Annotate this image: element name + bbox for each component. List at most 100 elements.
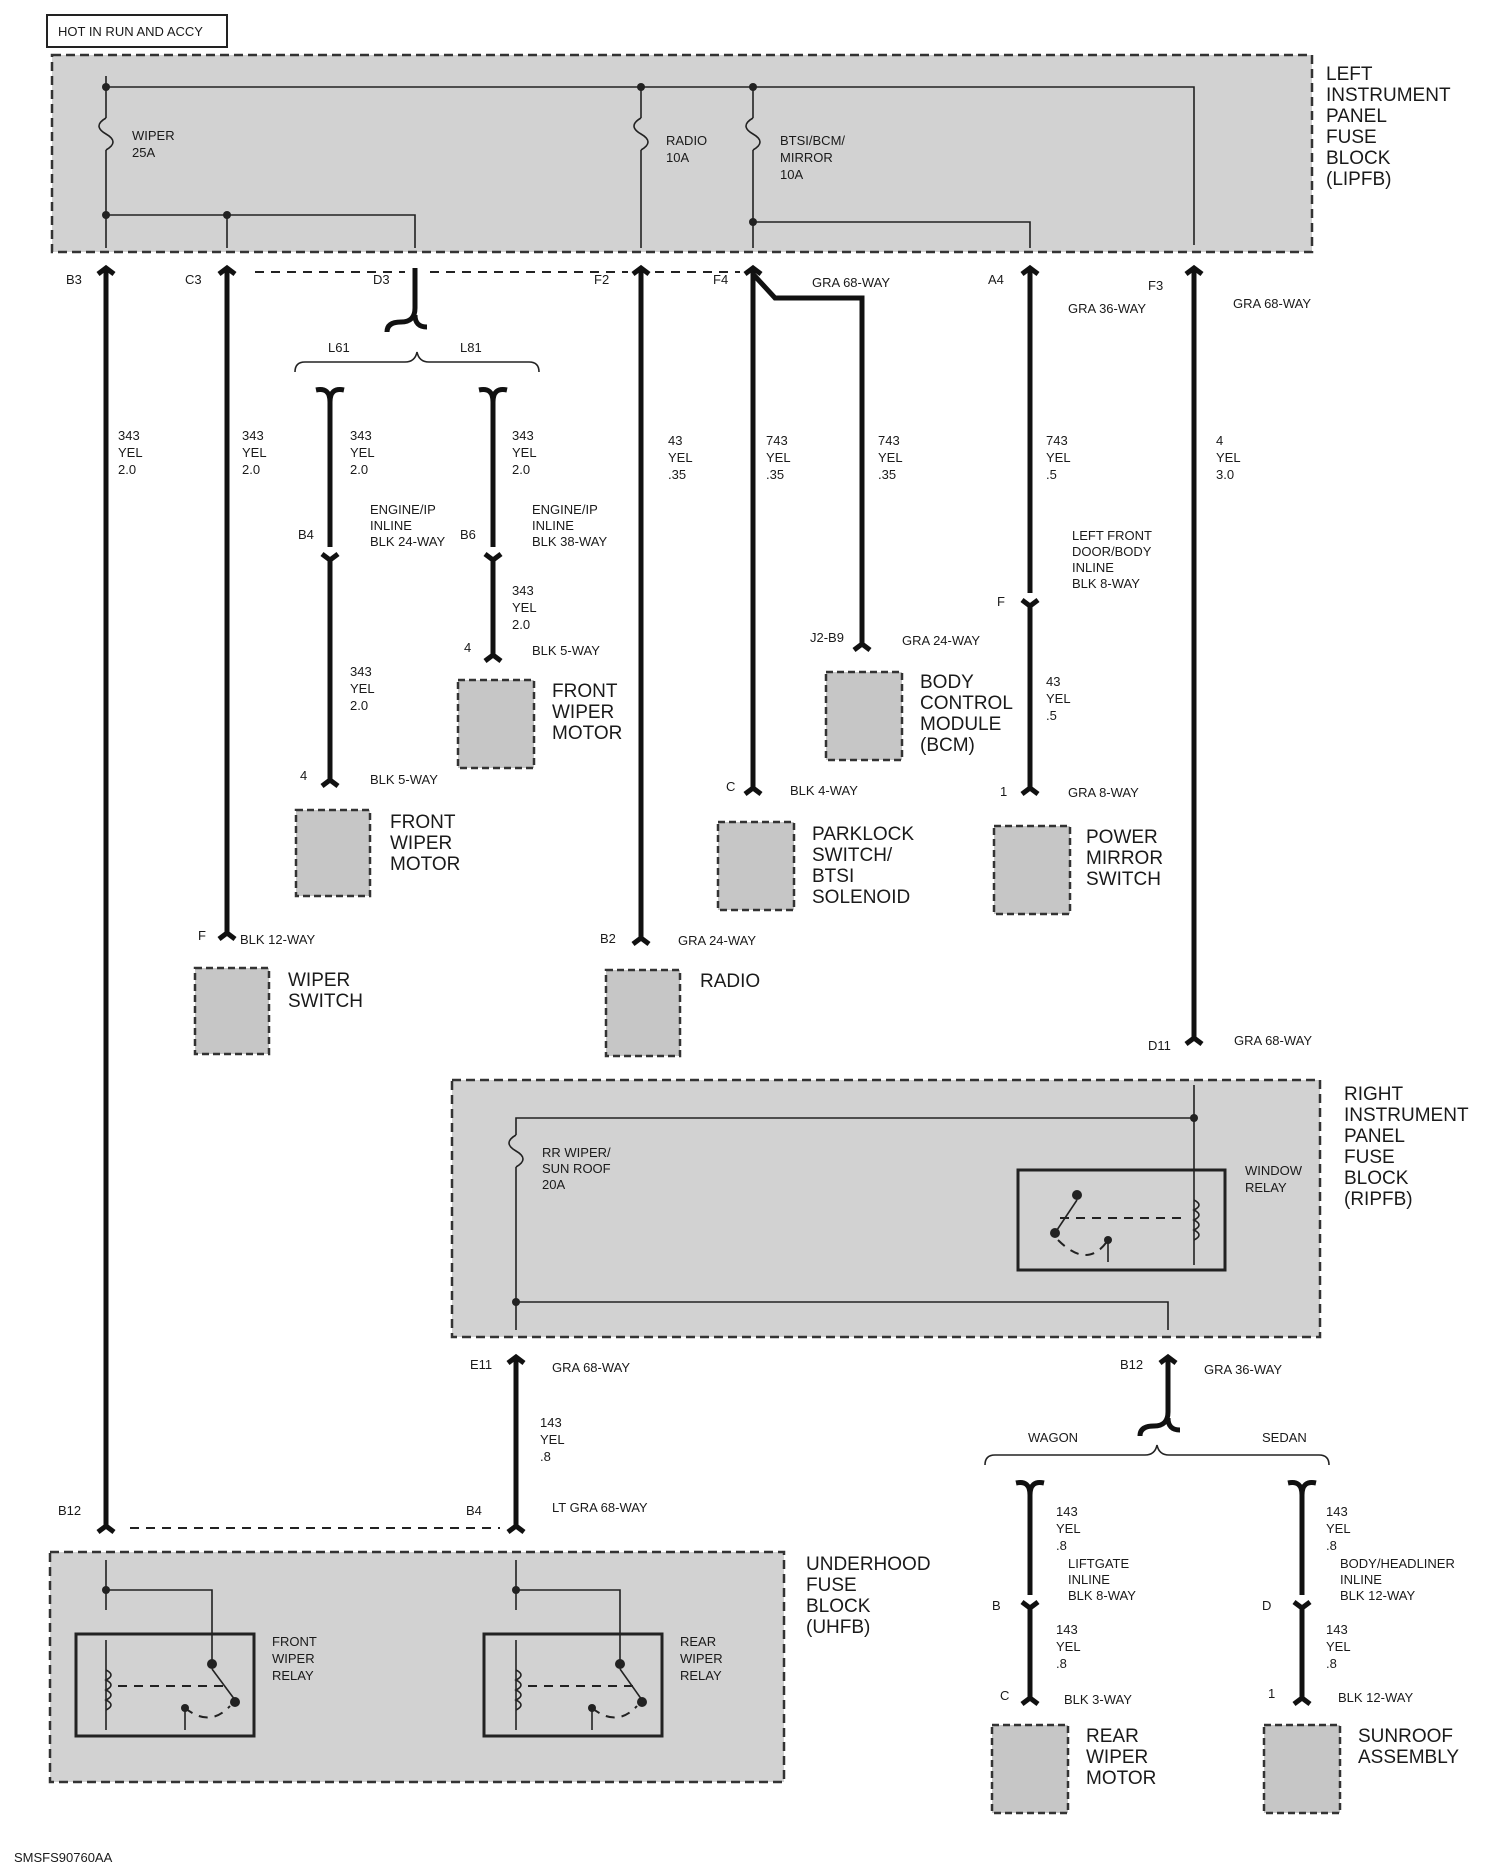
figure-id: SMSFS90760AA — [14, 1850, 113, 1865]
bcm-connector: GRA 24-WAY — [902, 633, 980, 648]
uhfb-label: UNDERHOOD FUSE BLOCK (UHFB) — [806, 1554, 936, 1638]
wire-sedan — [1287, 1480, 1317, 1706]
radio-connector: GRA 24-WAY — [678, 933, 756, 948]
parklock-connector: BLK 4-WAY — [790, 783, 858, 798]
uhfb-pin-b4: B4 — [466, 1503, 482, 1518]
rear-wiper-motor — [990, 1723, 1070, 1815]
body-control-module — [824, 670, 904, 762]
wire-e11 — [506, 1353, 526, 1525]
ripfb-label: RIGHT INSTRUMENT PANEL FUSE BLOCK (RIPFB… — [1344, 1084, 1474, 1210]
a4-connector-label: GRA 36-WAY — [1068, 301, 1146, 316]
wire-l61 — [315, 387, 345, 788]
l81-inline-pin: B6 — [460, 527, 476, 542]
wiper-switch — [193, 966, 271, 1056]
b12-pin: B12 — [1120, 1357, 1143, 1372]
front-wiper-motor-l61 — [294, 808, 372, 898]
window-relay — [1016, 1118, 1227, 1272]
b12-connector: GRA 36-WAY — [1204, 1362, 1282, 1377]
parklock-pin: C — [726, 779, 735, 794]
ripfb-in-connector: GRA 68-WAY — [1234, 1033, 1312, 1048]
uhfb-pin-b12: B12 — [58, 1503, 81, 1518]
pin-f2: F2 — [594, 272, 609, 287]
ripfb-in-pin: D11 — [1148, 1038, 1171, 1053]
front-wiper-motor-l81-connector: BLK 5-WAY — [532, 643, 600, 658]
pin-f4: F4 — [713, 272, 728, 287]
lipfb-label: LEFT INSTRUMENT PANEL FUSE BLOCK (LIPFB) — [1326, 64, 1456, 190]
radio-label: RADIO — [700, 971, 760, 992]
rear-wiper-relay — [482, 1610, 664, 1738]
wire-f3 — [1184, 264, 1204, 1046]
front-wiper-motor-l81 — [456, 678, 536, 770]
wiper-fuse-icon — [98, 117, 114, 151]
power-mirror-connector: GRA 8-WAY — [1068, 785, 1139, 800]
f3-connector-label: GRA 68-WAY — [1233, 296, 1311, 311]
wagon-inline-pin: B — [992, 1598, 1001, 1613]
wire-a4 — [1020, 264, 1040, 796]
uhfb-b4-connector: LT GRA 68-WAY — [552, 1500, 648, 1515]
sunroof-connector: BLK 12-WAY — [1338, 1690, 1413, 1705]
radio-fuse-icon — [633, 117, 649, 151]
svg-text:HOT IN RUN AND ACCY: HOT IN RUN AND ACCY — [58, 24, 203, 39]
pin-c3: C3 — [185, 272, 202, 287]
wiper-switch-terminal — [217, 929, 237, 941]
underhood-fuse-block — [48, 1550, 786, 1784]
front-wiper-relay — [74, 1610, 256, 1738]
option-l61: L61 — [328, 340, 350, 355]
pin-d3: D3 — [373, 272, 390, 287]
radio — [604, 968, 682, 1058]
radio-pin: B2 — [600, 931, 616, 946]
parklock-switch-btsi-solenoid — [716, 820, 796, 912]
wiper-switch-connector: BLK 12-WAY — [240, 932, 315, 947]
wire-l81 — [478, 387, 508, 663]
d3-option-splice — [294, 268, 540, 373]
option-l81: L81 — [460, 340, 482, 355]
power-mirror-switch — [992, 824, 1072, 916]
wire-f4 — [743, 264, 872, 796]
pin-b3: B3 — [66, 272, 82, 287]
sunroof-assembly — [1262, 1723, 1342, 1815]
bcm-pin: J2-B9 — [810, 630, 844, 645]
wire-c3 — [217, 264, 237, 933]
sedan-inline-pin: D — [1262, 1598, 1271, 1613]
wire-wagon — [1015, 1480, 1045, 1706]
e11-pin: E11 — [470, 1357, 492, 1372]
btsi-fuse-icon — [745, 117, 761, 151]
rear-wiper-motor-pin: C — [1000, 1688, 1009, 1703]
wiper-switch-pin: F — [198, 928, 206, 943]
front-wiper-motor-l61-pin: 4 — [300, 768, 307, 783]
wire-f2 — [631, 264, 651, 946]
